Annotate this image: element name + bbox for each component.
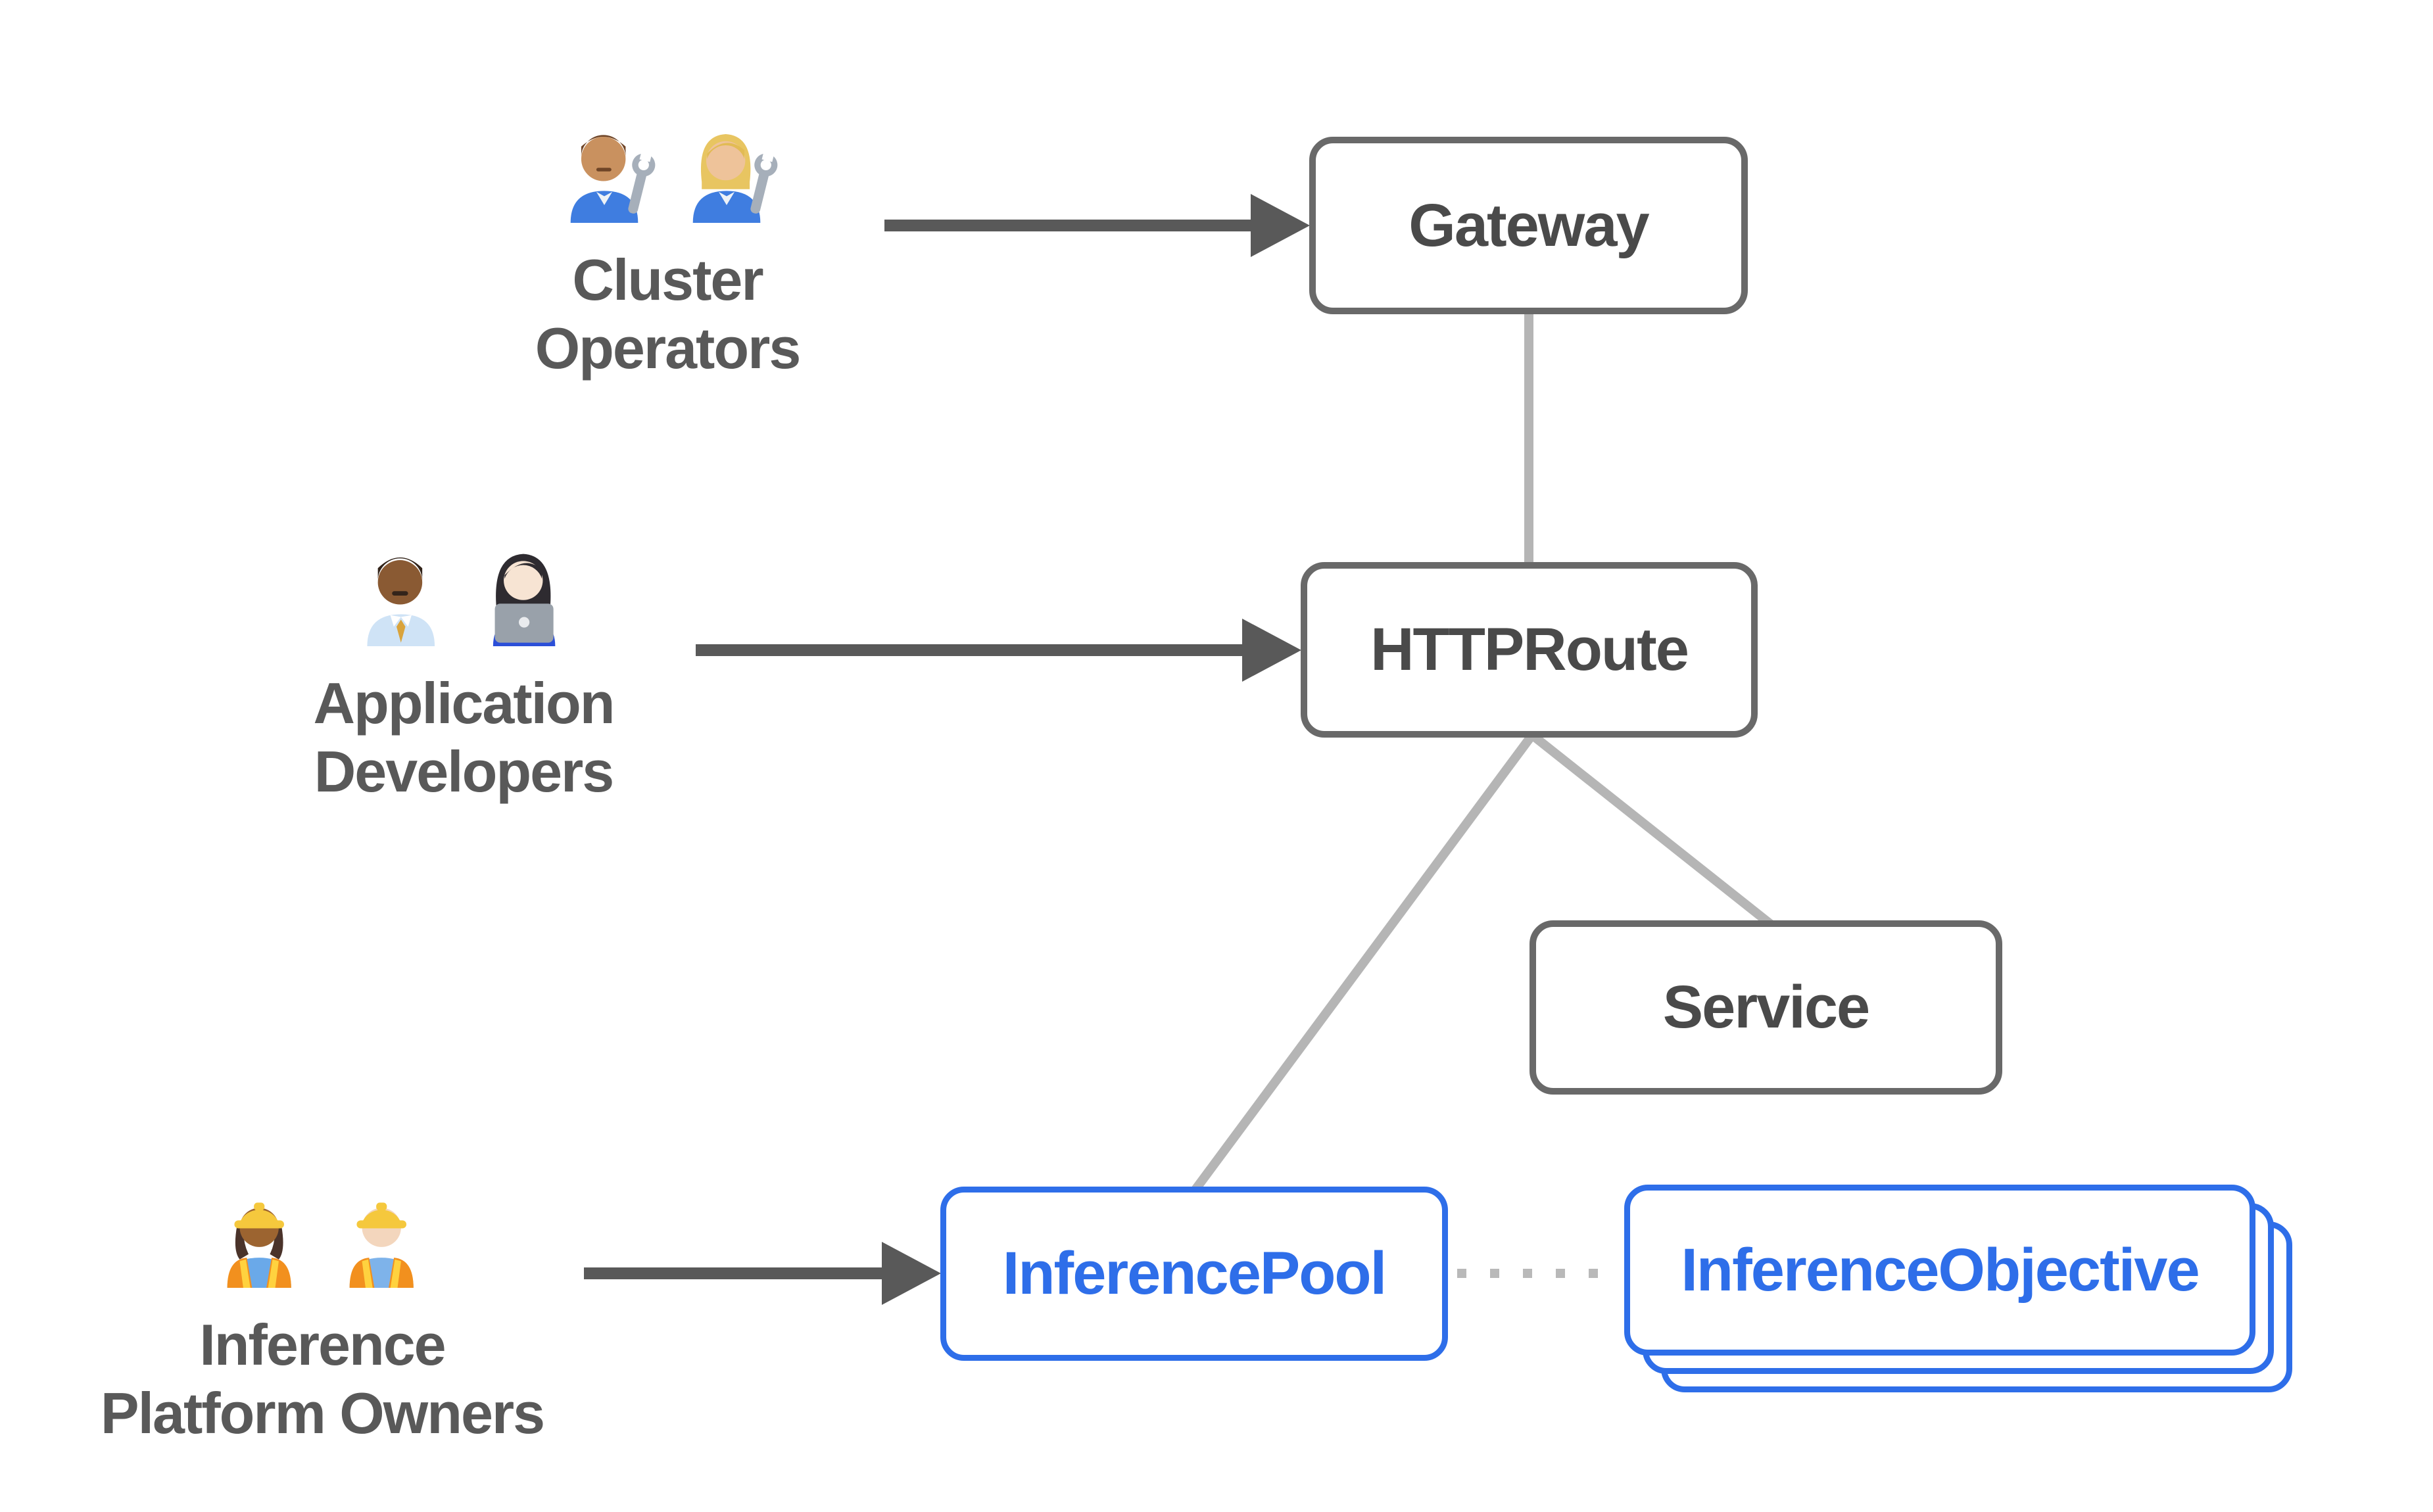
woman-construction-worker-icon (227, 1202, 291, 1288)
node-httproute: HTTPRoute (1301, 562, 1758, 738)
actor-inference-platform-owners: Inference Platform Owners (100, 1175, 545, 1448)
actor-application-developers: Application Developers (313, 534, 615, 806)
node-inferencepool-label: InferencePool (1002, 1240, 1387, 1307)
cluster-operators-icons (553, 110, 782, 229)
cluster-operators-label: Cluster Operators (535, 246, 802, 383)
edge-httproute-service (1529, 731, 1777, 931)
arrow-cluster-operators-to-gateway (884, 194, 1310, 257)
actor-cluster-operators: Cluster Operators (535, 110, 802, 383)
node-gateway: Gateway (1309, 137, 1748, 314)
woman-technologist-icon (493, 554, 555, 646)
man-mechanic-icon (570, 135, 656, 223)
node-service: Service (1530, 920, 2002, 1095)
arrow-application-developers-to-httproute (696, 619, 1301, 682)
label-line: Cluster (572, 247, 763, 312)
man-construction-worker-icon (349, 1202, 414, 1288)
node-service-label: Service (1662, 974, 1870, 1041)
node-inferenceobjective: InferenceObjective (1624, 1185, 2255, 1356)
edge-httproute-inferencepool (1190, 732, 1536, 1194)
arrow-inference-platform-owners-to-inferencepool (584, 1242, 941, 1305)
node-httproute-label: HTTPRoute (1370, 616, 1689, 683)
node-inferenceobjective-stack: InferenceObjective (1624, 1185, 2295, 1395)
inference-platform-owners-icons (208, 1175, 437, 1294)
node-inferenceobjective-label: InferenceObjective (1681, 1236, 2200, 1304)
woman-mechanic-icon (692, 134, 778, 223)
node-gateway-label: Gateway (1409, 191, 1649, 259)
node-inferencepool: InferencePool (940, 1187, 1448, 1361)
label-line: Platform Owners (100, 1380, 545, 1446)
application-developers-icons (349, 534, 578, 652)
label-line: Inference (199, 1312, 446, 1377)
label-line: Developers (314, 738, 614, 804)
label-line: Application (313, 671, 615, 736)
man-office-worker-icon (366, 557, 435, 646)
application-developers-label: Application Developers (313, 669, 615, 806)
inference-platform-owners-label: Inference Platform Owners (100, 1311, 545, 1448)
label-line: Operators (535, 315, 802, 381)
